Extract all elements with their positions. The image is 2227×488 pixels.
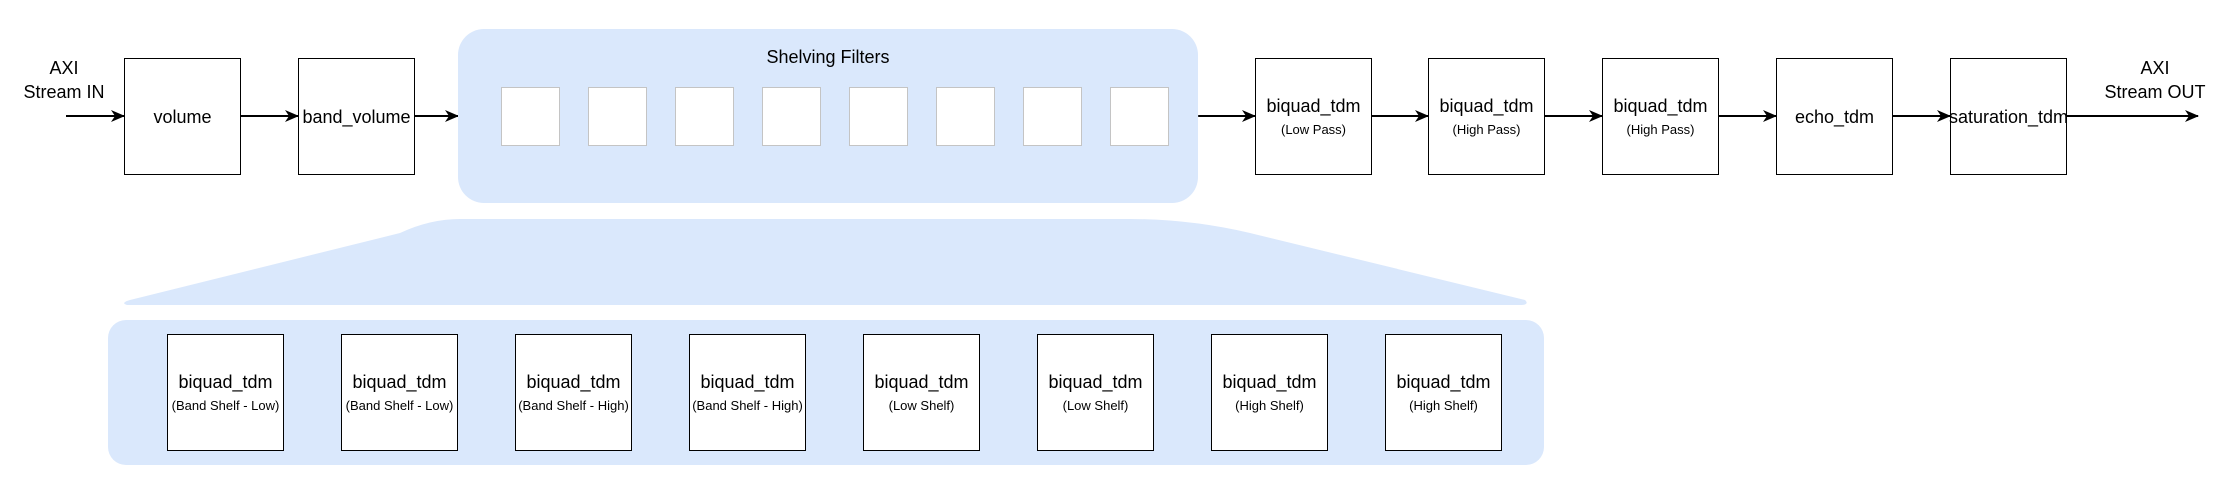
expansion-trapezoid <box>124 219 1527 305</box>
biquad-highpass-2-name: biquad_tdm <box>1613 95 1708 116</box>
shelving-placeholder-box <box>1110 87 1169 146</box>
shelving-stage-type: (Band Shelf - High) <box>692 397 803 413</box>
axi-stream-out-label: AXI Stream OUT <box>2104 58 2206 102</box>
saturation-block-label: saturation_tdm <box>1948 106 2069 127</box>
shelving-stage-type: (Low Shelf) <box>1062 397 1129 413</box>
echo-block-label: echo_tdm <box>1794 106 1875 127</box>
shelving-stage-type: (Band Shelf - Low) <box>345 397 454 413</box>
shelving-stage-block: biquad_tdm (Band Shelf - High) <box>515 334 632 451</box>
shelving-stage-name: biquad_tdm <box>874 371 969 392</box>
shelving-stage-block: biquad_tdm (Low Shelf) <box>1037 334 1154 451</box>
shelving-stage-name: biquad_tdm <box>178 371 273 392</box>
shelving-stage-name: biquad_tdm <box>352 371 447 392</box>
volume-block-label: volume <box>153 106 212 127</box>
shelving-stage-name: biquad_tdm <box>1048 371 1143 392</box>
shelving-filters-title: Shelving Filters <box>766 47 890 67</box>
shelving-placeholder-box <box>936 87 995 146</box>
biquad-highpass-1-type: (High Pass) <box>1452 121 1521 137</box>
biquad-lowpass-name: biquad_tdm <box>1266 95 1361 116</box>
shelving-stage-block: biquad_tdm (High Shelf) <box>1385 334 1502 451</box>
biquad-highpass-block-1: biquad_tdm (High Pass) <box>1428 58 1545 175</box>
shelving-detail-panel <box>108 320 1544 465</box>
biquad-highpass-block-2: biquad_tdm (High Pass) <box>1602 58 1719 175</box>
shelving-stage-block: biquad_tdm (Low Shelf) <box>863 334 980 451</box>
shelving-stage-block: biquad_tdm (Band Shelf - Low) <box>341 334 458 451</box>
shelving-placeholder-box <box>849 87 908 146</box>
shelving-stage-name: biquad_tdm <box>1396 371 1491 392</box>
shelving-placeholder-box <box>1023 87 1082 146</box>
shelving-placeholder-box <box>501 87 560 146</box>
shelving-stage-type: (High Shelf) <box>1409 397 1478 413</box>
shelving-stage-block: biquad_tdm (High Shelf) <box>1211 334 1328 451</box>
shelving-stage-type: (High Shelf) <box>1235 397 1304 413</box>
axi-stream-in-label: AXI Stream IN <box>23 58 105 102</box>
shelving-stage-type: (Low Shelf) <box>888 397 955 413</box>
band-volume-block-label: band_volume <box>302 106 411 127</box>
shelving-stage-name: biquad_tdm <box>700 371 795 392</box>
shelving-placeholder-box <box>588 87 647 146</box>
shelving-stage-type: (Band Shelf - Low) <box>171 397 280 413</box>
shelving-stage-block: biquad_tdm (Band Shelf - Low) <box>167 334 284 451</box>
shelving-stage-block: biquad_tdm (Band Shelf - High) <box>689 334 806 451</box>
shelving-stage-name: biquad_tdm <box>526 371 621 392</box>
shelving-placeholder-box <box>675 87 734 146</box>
biquad-highpass-2-type: (High Pass) <box>1626 121 1695 137</box>
saturation-block: saturation_tdm <box>1948 58 2069 175</box>
shelving-stage-type: (Band Shelf - High) <box>518 397 629 413</box>
volume-block: volume <box>124 58 241 175</box>
biquad-lowpass-type: (Low Pass) <box>1280 121 1347 137</box>
shelving-placeholder-box <box>762 87 821 146</box>
biquad-highpass-1-name: biquad_tdm <box>1439 95 1534 116</box>
shelving-stage-name: biquad_tdm <box>1222 371 1317 392</box>
band-volume-block: band_volume <box>298 58 415 175</box>
biquad-lowpass-block: biquad_tdm (Low Pass) <box>1255 58 1372 175</box>
echo-block: echo_tdm <box>1776 58 1893 175</box>
